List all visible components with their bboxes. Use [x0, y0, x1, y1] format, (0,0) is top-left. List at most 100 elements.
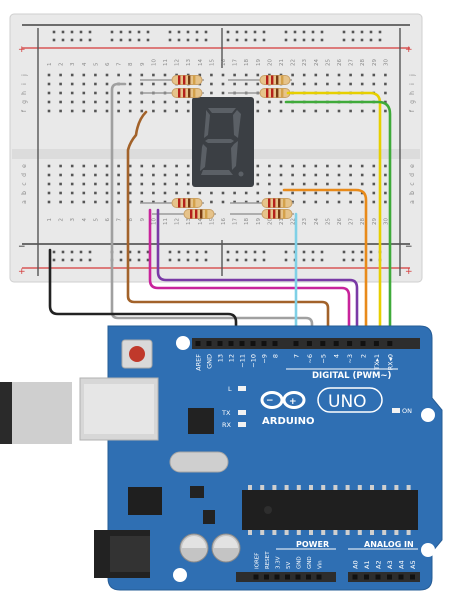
hole[interactable] [210, 200, 213, 204]
wire-black[interactable] [48, 248, 238, 347]
rail-hole[interactable] [360, 38, 364, 42]
wire-orange[interactable] [282, 188, 368, 347]
hole[interactable] [117, 91, 120, 95]
rail-hole[interactable] [369, 38, 373, 42]
rail-hole[interactable] [320, 250, 324, 254]
hole[interactable] [291, 173, 294, 177]
hole[interactable] [105, 182, 109, 186]
rail-hole[interactable] [226, 38, 230, 42]
hole[interactable] [314, 173, 318, 177]
analog-header[interactable] [348, 572, 420, 582]
hole[interactable] [163, 109, 167, 113]
hole[interactable] [349, 82, 352, 86]
rail-hole[interactable] [137, 250, 141, 254]
hole[interactable] [360, 82, 364, 86]
rail-hole[interactable] [119, 38, 123, 42]
hole[interactable] [291, 109, 294, 113]
hole[interactable] [94, 73, 97, 77]
hole[interactable] [163, 164, 167, 168]
hole[interactable] [198, 73, 202, 77]
hole[interactable] [256, 191, 260, 195]
hole[interactable] [360, 173, 364, 177]
header-pin[interactable] [373, 341, 379, 346]
rail-hole[interactable] [61, 38, 65, 42]
hole[interactable] [105, 73, 109, 77]
rail-hole[interactable] [70, 38, 74, 42]
rail-hole[interactable] [79, 250, 83, 254]
header-pin[interactable] [398, 574, 404, 580]
hole[interactable] [105, 200, 109, 204]
hole[interactable] [163, 73, 167, 77]
hole[interactable] [279, 109, 283, 113]
hole[interactable] [59, 91, 62, 95]
rail-hole[interactable] [204, 250, 208, 254]
header-pin[interactable] [306, 341, 312, 346]
hole[interactable] [70, 200, 74, 204]
hole[interactable] [128, 100, 132, 104]
hole[interactable] [47, 109, 51, 113]
hole[interactable] [349, 182, 352, 186]
hole[interactable] [279, 164, 283, 168]
rail-hole[interactable] [88, 258, 92, 262]
hole[interactable] [221, 73, 225, 77]
rail-hole[interactable] [204, 258, 208, 262]
rail-hole[interactable] [119, 258, 123, 262]
hole[interactable] [210, 82, 213, 86]
rail-hole[interactable] [137, 258, 141, 262]
rail-hole[interactable] [360, 258, 364, 262]
rail-hole[interactable] [235, 38, 239, 42]
hole[interactable] [128, 173, 132, 177]
hole[interactable] [105, 91, 109, 95]
hole[interactable] [70, 91, 74, 95]
rail-hole[interactable] [146, 250, 150, 254]
header-pin[interactable] [306, 574, 311, 580]
resistor[interactable] [140, 198, 204, 208]
header-pin[interactable] [347, 341, 353, 346]
hole[interactable] [128, 191, 132, 195]
hole[interactable] [47, 200, 51, 204]
hole[interactable] [152, 182, 155, 186]
hole[interactable] [302, 73, 306, 77]
hole[interactable] [337, 173, 341, 177]
hole[interactable] [105, 164, 109, 168]
rail-hole[interactable] [351, 38, 355, 42]
hole[interactable] [349, 109, 352, 113]
header-pin[interactable] [410, 574, 415, 580]
hole[interactable] [128, 182, 132, 186]
hole[interactable] [291, 164, 294, 168]
rail-hole[interactable] [342, 38, 346, 42]
hole[interactable] [47, 82, 51, 86]
hole[interactable] [117, 164, 120, 168]
hole[interactable] [117, 73, 120, 77]
rail-hole[interactable] [137, 38, 141, 42]
hole[interactable] [152, 100, 155, 104]
hole[interactable] [256, 73, 260, 77]
rail-hole[interactable] [70, 250, 74, 254]
hole[interactable] [163, 191, 167, 195]
header-pin[interactable] [272, 341, 278, 346]
header-pin[interactable] [239, 341, 245, 346]
hole[interactable] [128, 109, 132, 113]
rail-hole[interactable] [52, 38, 56, 42]
hole[interactable] [210, 73, 213, 77]
hole[interactable] [59, 173, 62, 177]
rail-hole[interactable] [378, 30, 382, 34]
rail-hole[interactable] [168, 258, 172, 262]
rail-hole[interactable] [168, 38, 172, 42]
hole[interactable] [47, 164, 51, 168]
hole[interactable] [337, 164, 341, 168]
rail-hole[interactable] [52, 30, 56, 34]
hole[interactable] [117, 200, 120, 204]
hole[interactable] [59, 200, 62, 204]
hole[interactable] [94, 109, 97, 113]
hole[interactable] [70, 191, 74, 195]
rail-hole[interactable] [284, 38, 288, 42]
rail-hole[interactable] [226, 30, 230, 34]
rail-hole[interactable] [195, 258, 199, 262]
hole[interactable] [244, 82, 248, 86]
hole[interactable] [59, 82, 62, 86]
rail-hole[interactable] [253, 30, 257, 34]
rail-hole[interactable] [110, 30, 114, 34]
wire-green[interactable] [284, 100, 392, 347]
rail-hole[interactable] [293, 30, 297, 34]
